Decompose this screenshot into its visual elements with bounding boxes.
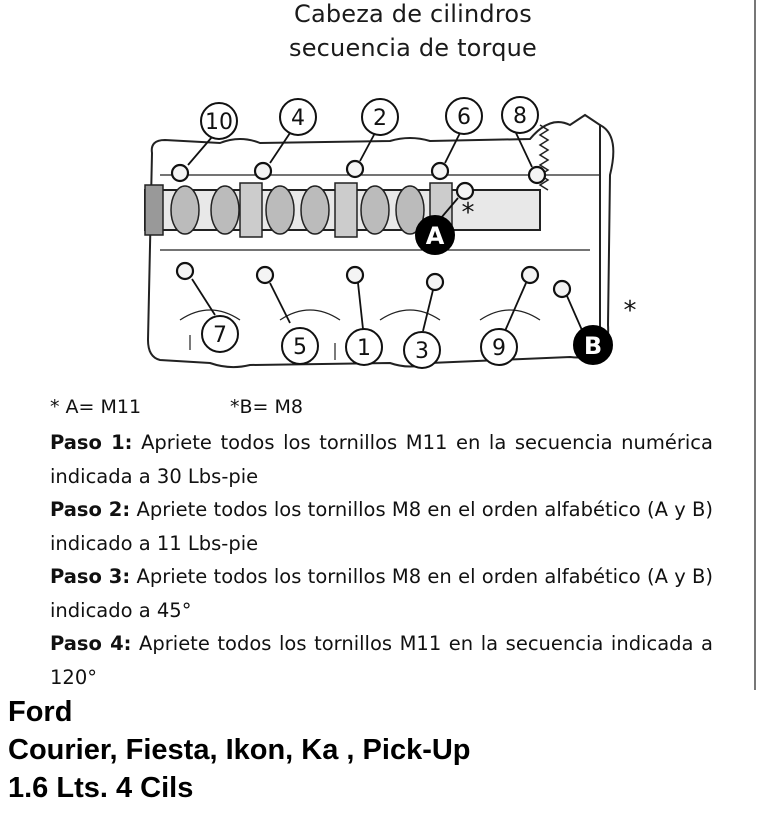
- bolt-label-10: 10: [205, 110, 233, 135]
- step-1-label: Paso 1:: [50, 431, 133, 454]
- camshaft: [144, 182, 541, 238]
- step-4-label: Paso 4:: [50, 632, 132, 655]
- bolt-B-label: B: [584, 332, 602, 360]
- step-3: Paso 3: Apriete todos los tornillos M8 e…: [50, 560, 713, 627]
- bolt-label-8: 8: [513, 104, 527, 129]
- bolt-callout-labels: 10 4 2 6 8 7 5 1 3 9: [205, 104, 527, 364]
- asterisk-A: *: [462, 198, 475, 228]
- vehicle-make: Ford: [8, 696, 73, 728]
- torque-steps: Paso 1: Apriete todos los tornillos M11 …: [50, 426, 713, 694]
- bolt-label-4: 4: [291, 106, 305, 131]
- asterisk-B: *: [624, 296, 637, 326]
- step-3-text: Apriete todos los tornillos M8 en el ord…: [50, 565, 714, 622]
- step-1-text: Apriete todos los tornillos M11 en la se…: [50, 431, 713, 488]
- vehicle-models: Courier, Fiesta, Ikon, Ka , Pick-Up: [8, 734, 471, 766]
- cylinder-head-outline: [146, 113, 615, 369]
- step-3-label: Paso 3:: [50, 565, 131, 588]
- bolt-label-9: 9: [492, 336, 506, 361]
- diagram-title-line-2: secuencia de torque: [288, 34, 538, 62]
- legend-b: *B= M8: [230, 396, 303, 418]
- page-edge-rule: [754, 0, 756, 690]
- bolt-label-7: 7: [213, 323, 227, 348]
- step-2-label: Paso 2:: [50, 498, 131, 521]
- step-2: Paso 2: Apriete todos los tornillos M8 e…: [50, 493, 713, 560]
- bolt-heads: [170, 159, 572, 299]
- timing-gear-detail: [538, 124, 550, 191]
- bolt-B-callout: B: [573, 325, 613, 365]
- step-1: Paso 1: Apriete todos los tornillos M11 …: [50, 426, 713, 493]
- step-4: Paso 4: Apriete todos los tornillos M11 …: [50, 627, 713, 694]
- bolt-label-5: 5: [293, 335, 307, 360]
- bolt-label-1: 1: [357, 336, 371, 361]
- bolt-label-3: 3: [415, 339, 429, 364]
- step-2-text: Apriete todos los tornillos M8 en el ord…: [50, 498, 714, 555]
- bolt-A-label: A: [426, 222, 445, 250]
- bolt-label-6: 6: [457, 105, 471, 130]
- legend-a: * A= M11: [50, 396, 142, 418]
- diagram-title-line-1: Cabeza de cilindros: [294, 0, 532, 28]
- bolt-size-legend: * A= M11 *B= M8: [50, 396, 303, 418]
- vehicle-info: Ford Courier, Fiesta, Ikon, Ka , Pick-Up…: [8, 693, 471, 807]
- cylinder-head-diagram: 10 4 2 6 8 7 5 1 3 9 A B * *: [144, 96, 637, 369]
- bolt-A-callout: A: [415, 215, 455, 255]
- step-4-text: Apriete todos los tornillos M11 en la se…: [50, 632, 714, 689]
- engine-spec: 1.6 Lts. 4 Cils: [8, 772, 194, 804]
- leader-lines: [187, 132, 586, 338]
- bolt-label-2: 2: [373, 106, 387, 131]
- bolt-callouts: [200, 96, 539, 369]
